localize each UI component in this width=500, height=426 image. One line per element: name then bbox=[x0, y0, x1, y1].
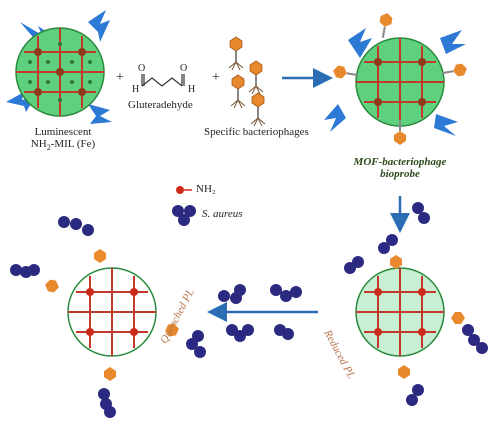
bacteriophage bbox=[442, 63, 467, 77]
aldehyde-o-right: O bbox=[180, 63, 188, 74]
aldehyde-h-right: H bbox=[188, 84, 196, 95]
bacteriophage bbox=[165, 323, 179, 337]
bacteriophage bbox=[394, 120, 406, 145]
glutaraldehyde-label: Gluteradehyde bbox=[128, 99, 193, 111]
aldehyde-o-left: O bbox=[138, 63, 146, 74]
bacteriophage bbox=[94, 249, 106, 263]
glutaraldehyde-structure bbox=[141, 74, 185, 87]
emission-spark bbox=[88, 104, 112, 124]
phages-label: Specific bacteriophages bbox=[204, 126, 309, 138]
mof-reduced-pl-particle bbox=[344, 234, 488, 406]
emission-spark bbox=[88, 10, 110, 42]
bacteriophage bbox=[451, 312, 465, 324]
bacteriophage bbox=[390, 255, 402, 269]
legend-saureus-label: S. aureus bbox=[202, 208, 243, 220]
legend-bacteria-marker bbox=[172, 205, 196, 226]
legend bbox=[172, 186, 196, 226]
mof-bioprobe-particle bbox=[324, 13, 467, 145]
bacteriophage bbox=[398, 365, 410, 379]
legend-nh2-label: NH₂ bbox=[196, 183, 216, 195]
bacteriophage bbox=[45, 279, 59, 293]
emission-spark bbox=[6, 92, 36, 112]
aldehyde-h-left: H bbox=[132, 84, 140, 95]
plus-sign: + bbox=[212, 70, 220, 85]
legend-nh2-marker bbox=[176, 186, 184, 194]
mof-label: Luminescent NH2-MIL (Fe) bbox=[30, 126, 96, 153]
bacteriophage bbox=[248, 60, 264, 95]
mof-particle bbox=[6, 10, 112, 124]
bacteriophage bbox=[333, 65, 358, 79]
bacteriophage bbox=[230, 74, 246, 109]
bacteriophage bbox=[250, 92, 266, 127]
plus-sign: + bbox=[116, 70, 124, 85]
bacteriophage-group bbox=[228, 36, 266, 127]
bacteriophage bbox=[104, 367, 116, 381]
bacteriophage bbox=[379, 13, 393, 38]
mof-quenched-pl-particle bbox=[10, 216, 206, 418]
bacteriophage bbox=[228, 36, 244, 71]
bioprobe-label: MOF-bacteriophage bioprobe bbox=[353, 156, 447, 180]
free-bacteria bbox=[218, 284, 302, 342]
